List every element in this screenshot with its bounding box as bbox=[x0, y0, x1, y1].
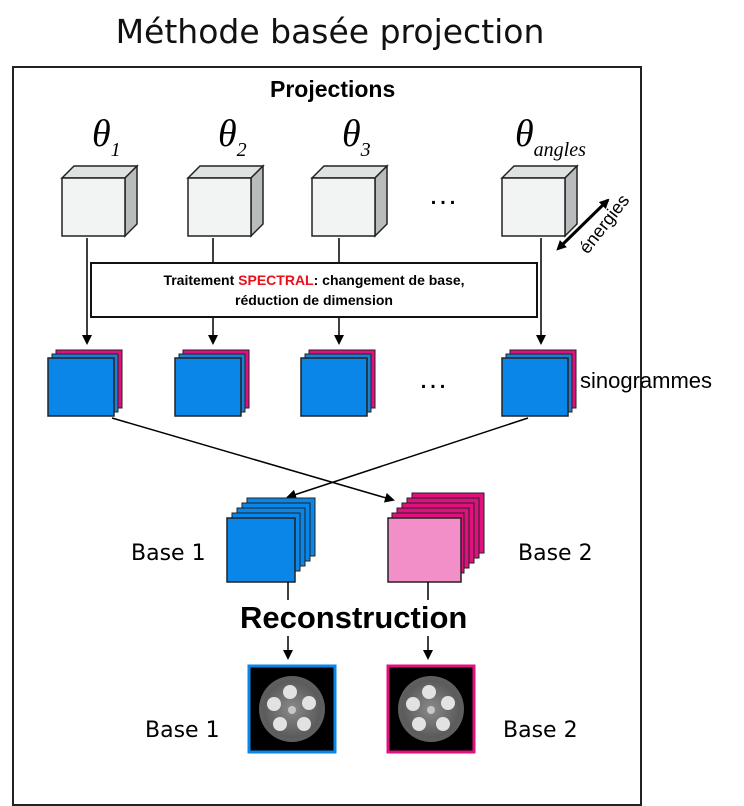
base1-stack bbox=[226, 497, 316, 583]
theta-3-label: θ3 bbox=[342, 113, 371, 161]
base2-stack bbox=[387, 492, 485, 583]
theta-angles-label: θangles bbox=[515, 113, 586, 161]
arrow-sino-to-base2 bbox=[111, 417, 395, 503]
sinogram-stack-2 bbox=[174, 349, 250, 417]
sinogram-ellipsis: … bbox=[418, 362, 448, 395]
reconstruction-label: Reconstruction bbox=[238, 600, 470, 636]
base2-stack-label: Base 2 bbox=[518, 541, 593, 566]
theta-2-label: θ2 bbox=[218, 113, 247, 161]
projection-ellipsis: … bbox=[428, 178, 458, 211]
spectral-line1-rest: : changement de base, bbox=[313, 272, 465, 288]
reconstructed-image-base2 bbox=[386, 664, 476, 754]
projection-cube-angles bbox=[500, 164, 579, 238]
reconstructed-image-base1 bbox=[247, 664, 337, 754]
spectral-prefix: Traitement bbox=[163, 272, 239, 288]
arrow-sino-to-base1 bbox=[286, 417, 529, 500]
base2-image-label: Base 2 bbox=[503, 718, 578, 743]
page-title: Méthode basée projection bbox=[115, 12, 545, 51]
spectral-processing-box: Traitement SPECTRAL: changement de base,… bbox=[90, 262, 538, 318]
sinogram-stack-angles bbox=[501, 349, 577, 417]
sinogram-stack-3 bbox=[300, 349, 376, 417]
base1-stack-label: Base 1 bbox=[131, 541, 206, 566]
projections-heading: Projections bbox=[270, 76, 396, 102]
theta-1-label: θ1 bbox=[92, 113, 121, 161]
spectral-line2: réduction de dimension bbox=[235, 292, 393, 308]
projection-cube-1 bbox=[60, 164, 139, 238]
sinogram-stack-1 bbox=[47, 349, 123, 417]
projection-cube-2 bbox=[186, 164, 265, 238]
base1-image-label: Base 1 bbox=[145, 718, 220, 743]
projection-cube-3 bbox=[310, 164, 389, 238]
diagram-graphics bbox=[47, 164, 610, 754]
energies-axis-arrow bbox=[556, 198, 610, 251]
sinogrammes-label: sinogrammes bbox=[580, 368, 713, 393]
spectral-keyword: SPECTRAL bbox=[238, 272, 314, 288]
